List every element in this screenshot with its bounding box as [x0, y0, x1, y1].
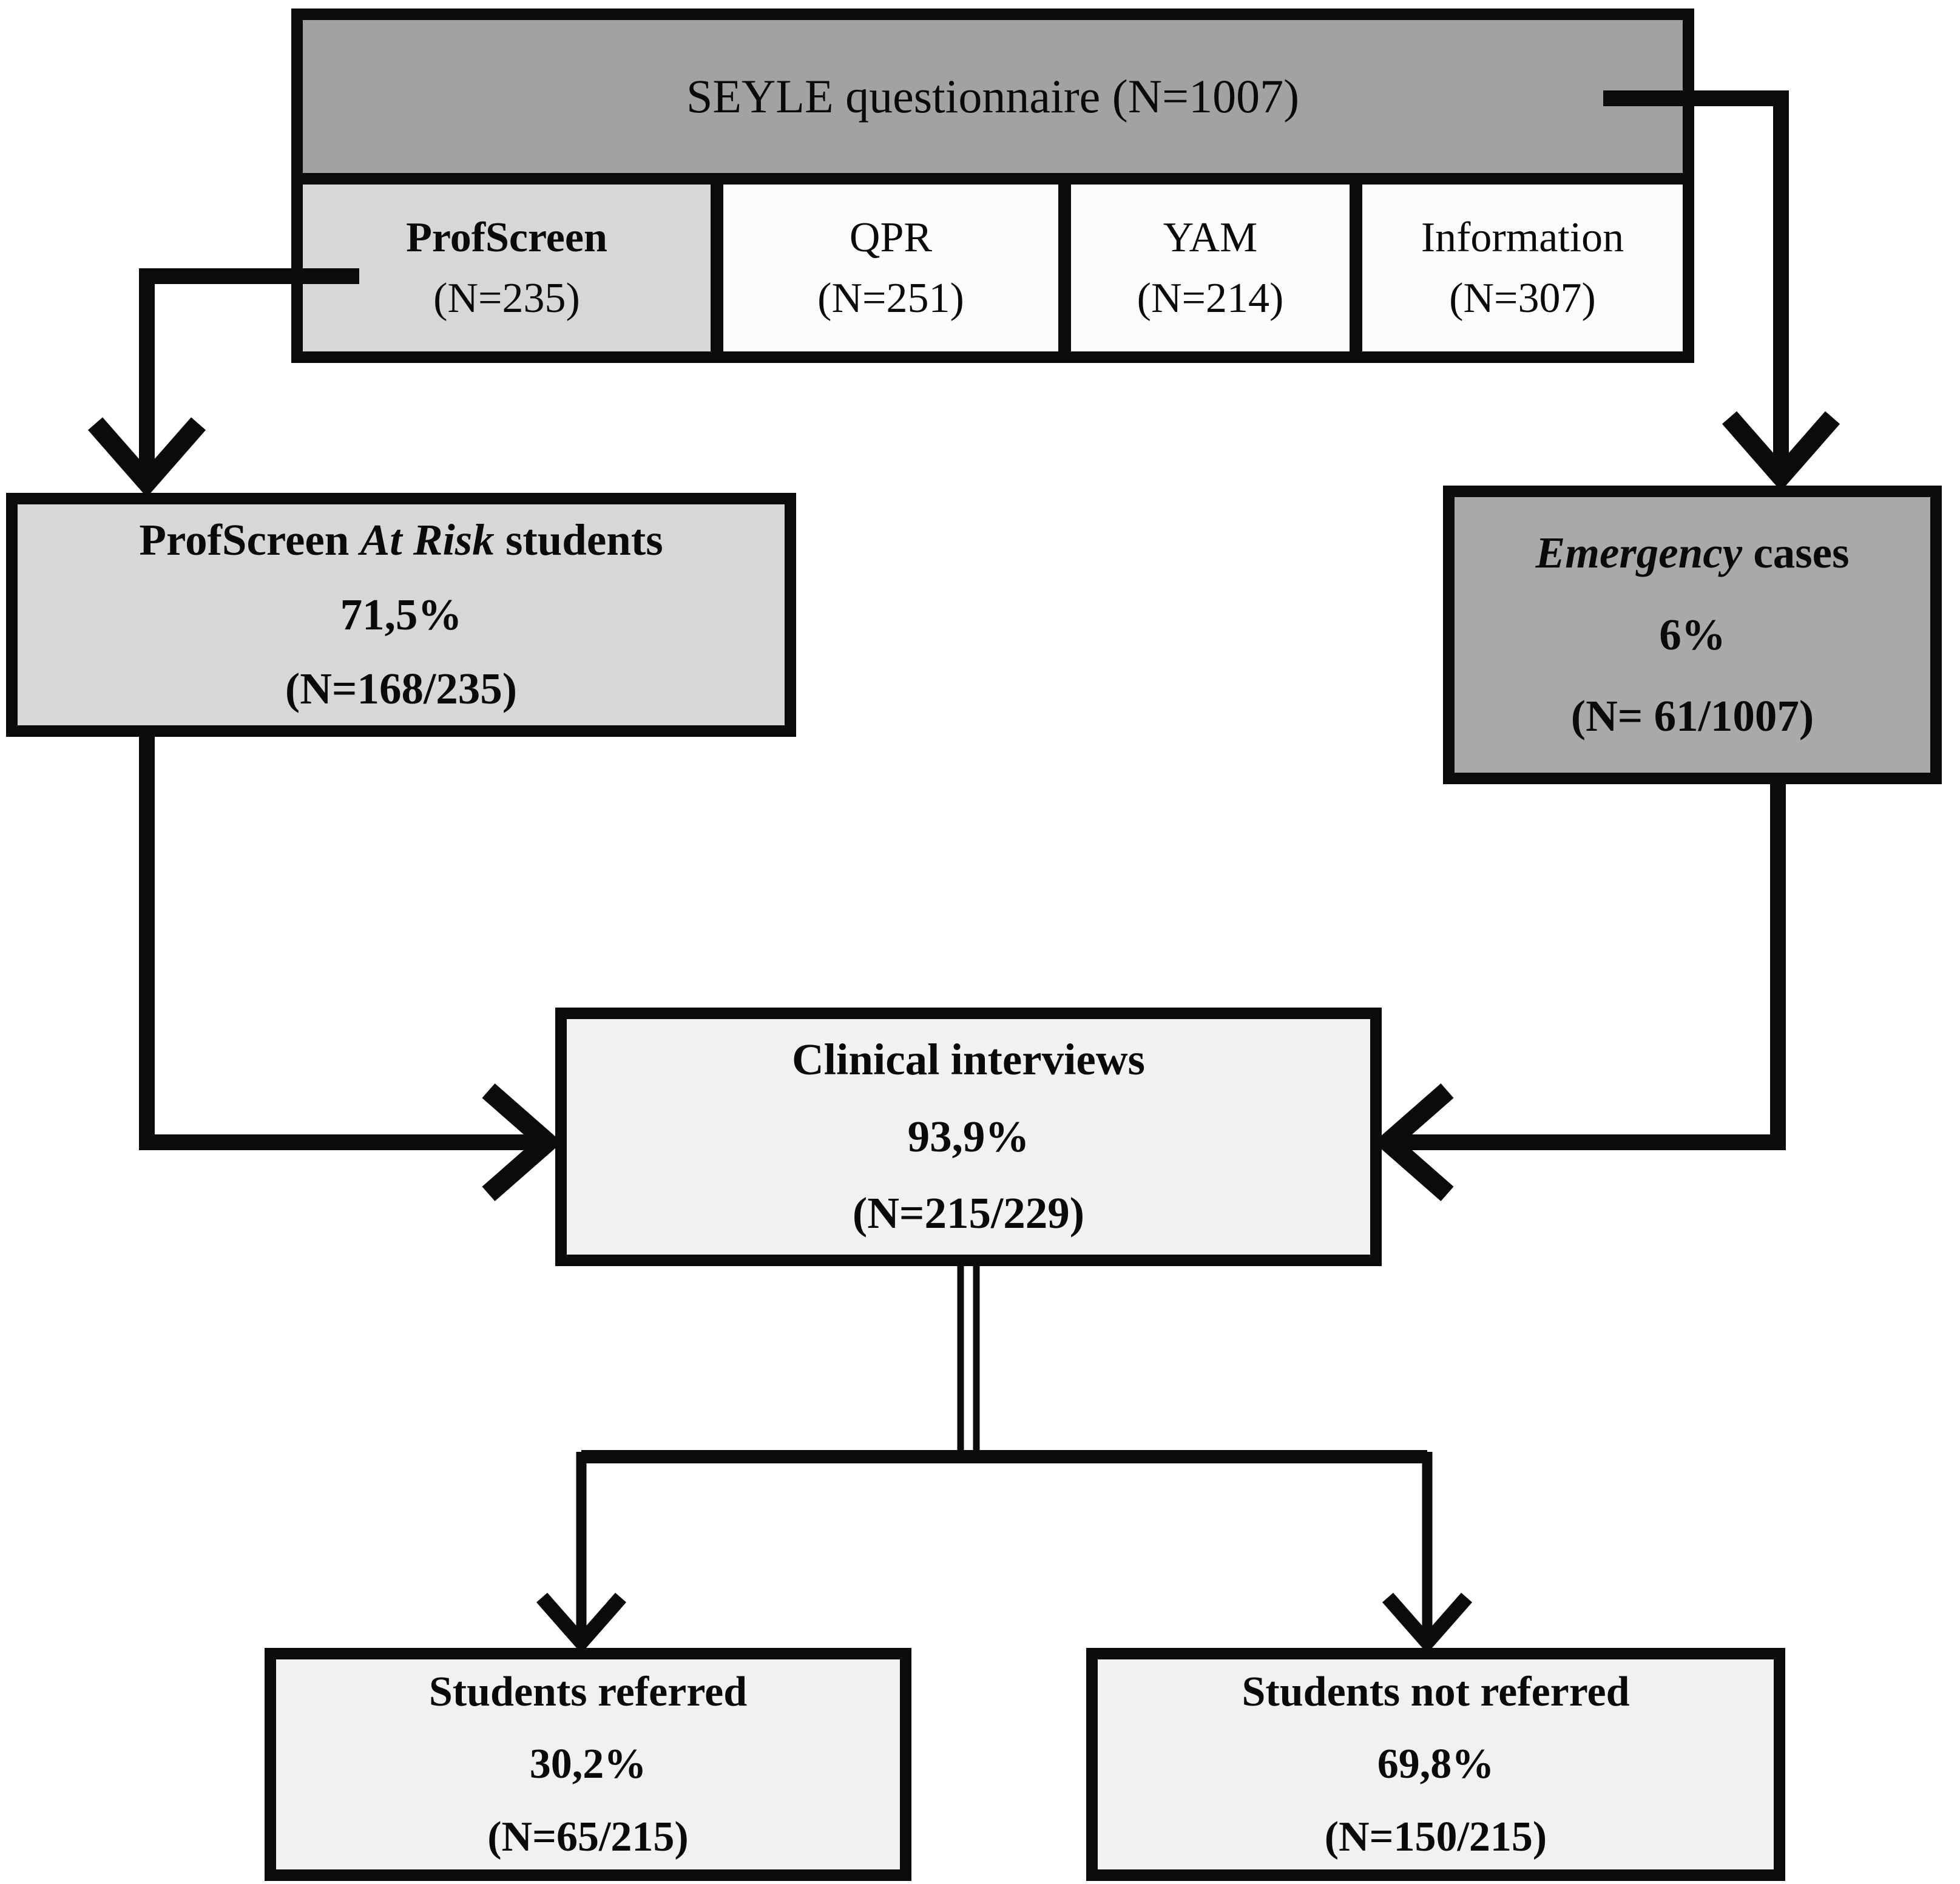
profscreen-cell-n: (N=235): [433, 274, 580, 322]
at-risk-n: (N=168/235): [285, 664, 518, 714]
arrowhead-into-not-referred: [1382, 1593, 1473, 1654]
not-referred-n: (N=150/215): [1324, 1813, 1547, 1860]
qpr-cell-name: QPR: [849, 214, 933, 261]
at-risk-title-pre: ProfScreen: [139, 515, 360, 565]
emergency-title: Emergency cases: [1535, 528, 1850, 578]
at-risk-title-post: students: [494, 515, 663, 565]
qpr-cell: QPR (N=251): [712, 173, 1070, 363]
connector-atrisk-to-clinical: [139, 730, 541, 1150]
clinical-title: Clinical interviews: [792, 1035, 1145, 1085]
yam-cell-name: YAM: [1163, 214, 1258, 261]
clinical-n: (N=215/229): [852, 1188, 1085, 1238]
clinical-percent: 93,9%: [907, 1111, 1030, 1161]
arrowhead-into-emergency: [1722, 411, 1840, 492]
students-referred-box: Students referred 30,2% (N=65/215): [265, 1648, 911, 1881]
arrowhead-into-atrisk: [87, 417, 206, 498]
profscreen-cell-name: ProfScreen: [406, 214, 607, 261]
information-cell-n: (N=307): [1449, 274, 1596, 322]
arrowhead-into-clinical-left: [482, 1083, 563, 1202]
at-risk-percent: 71,5%: [340, 589, 462, 639]
at-risk-title: ProfScreen At Risk students: [139, 517, 663, 564]
qpr-cell-n: (N=251): [817, 274, 964, 322]
at-risk-title-emphasis: At Risk: [360, 515, 495, 565]
referred-percent: 30,2%: [529, 1741, 647, 1788]
emergency-n: (N= 61/1007): [1570, 691, 1814, 741]
not-referred-title: Students not referred: [1242, 1668, 1630, 1715]
students-not-referred-box: Students not referred 69,8% (N=150/215): [1086, 1648, 1785, 1881]
yam-cell: YAM (N=214): [1059, 173, 1361, 363]
emergency-title-emphasis: Emergency: [1535, 528, 1743, 578]
referred-title: Students referred: [428, 1668, 748, 1715]
seyle-questionnaire-label: SEYLE questionnaire (N=1007): [686, 70, 1300, 123]
clinical-interviews-box: Clinical interviews 93,9% (N=215/229): [555, 1008, 1382, 1266]
information-cell: Information (N=307): [1351, 173, 1694, 363]
not-referred-percent: 69,8%: [1377, 1741, 1495, 1788]
profscreen-cell: ProfScreen (N=235): [291, 173, 722, 363]
referred-n: (N=65/215): [487, 1813, 689, 1860]
profscreen-at-risk-box: ProfScreen At Risk students 71,5% (N=168…: [6, 493, 796, 737]
connector-emergency-to-clinical: [1394, 778, 1786, 1150]
information-cell-name: Information: [1421, 214, 1624, 261]
emergency-title-post: cases: [1742, 528, 1850, 578]
arrowhead-into-clinical-right: [1373, 1083, 1454, 1202]
seyle-questionnaire-box: SEYLE questionnaire (N=1007): [291, 8, 1694, 185]
arrowhead-into-referred: [536, 1593, 627, 1654]
emergency-cases-box: Emergency cases 6% (N= 61/1007): [1443, 486, 1942, 784]
yam-cell-n: (N=214): [1137, 274, 1284, 322]
emergency-percent: 6%: [1659, 609, 1726, 659]
